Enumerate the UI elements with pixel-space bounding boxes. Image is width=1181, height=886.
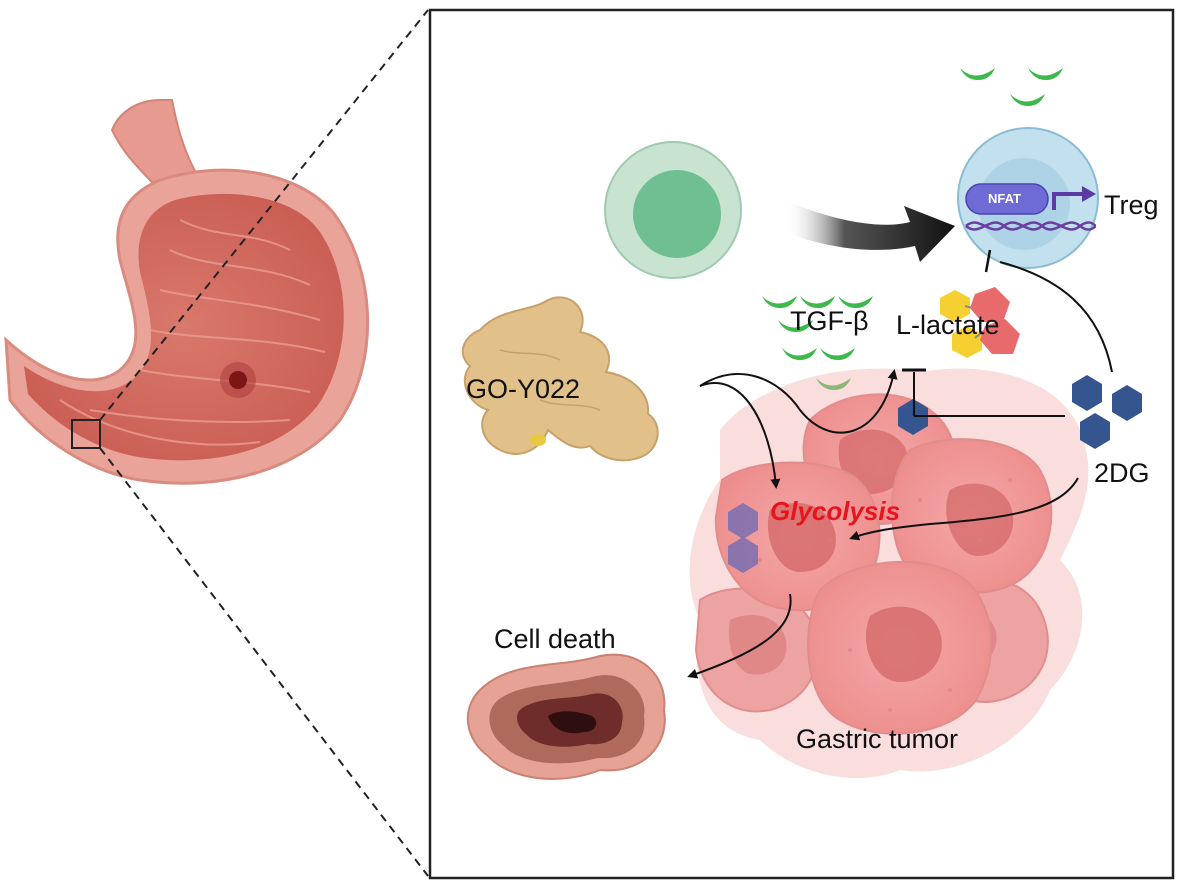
two-dg-hexagons-icon — [1072, 375, 1142, 449]
gastric-tumor-label: Gastric tumor — [796, 724, 959, 754]
transcription-arrow — [1052, 192, 1084, 210]
go-y022-to-lactate-arrow — [699, 369, 898, 434]
treg-cell-icon — [957, 127, 1099, 269]
zoom-selection-box — [71, 419, 101, 449]
differentiation-arrow — [785, 200, 955, 262]
ginger-root-icon — [461, 296, 659, 462]
zoom-line-top — [99, 9, 429, 421]
glycolysis-label: Glycolysis — [770, 496, 901, 526]
tgf-beta-particles-top — [960, 68, 1063, 106]
l-lactate-label: L-lactate — [896, 310, 1000, 340]
nfat-label: NFAT — [988, 191, 1021, 206]
glycolysis-to-death-arrow — [687, 593, 792, 679]
two-dg-label: 2DG — [1094, 458, 1150, 488]
tgf-beta-particles-mid — [762, 296, 873, 390]
tumor-cluster-icon — [689, 368, 1089, 779]
cell-death-label: Cell death — [494, 624, 616, 654]
inhibit-2dg-to-treg — [999, 261, 1113, 373]
l-lactate-molecules-icon — [940, 287, 1020, 358]
go-y022-label: GO-Y022 — [466, 374, 581, 404]
stomach-ulcer — [220, 362, 256, 398]
nfat-box — [965, 183, 1049, 215]
go-y022-to-glycolysis-arrow — [699, 382, 781, 489]
inhibit-bar-treg — [984, 249, 992, 273]
tgf-beta-label: TGF-β — [790, 306, 869, 336]
dead-cell-icon — [466, 653, 666, 780]
zoom-line-bottom — [99, 447, 429, 877]
naive-t-cell-icon — [604, 141, 742, 279]
treg-label: Treg — [1104, 190, 1159, 220]
stomach-inner-lining — [24, 193, 344, 461]
hexagon-molecule-icon-blocked — [898, 399, 928, 435]
two-dg-to-glycolysis-arrow — [849, 477, 1079, 541]
stomach-illustration — [4, 99, 369, 485]
hexagon-molecule-icon-inside — [728, 503, 758, 573]
dna-helix-icon — [965, 221, 1097, 231]
